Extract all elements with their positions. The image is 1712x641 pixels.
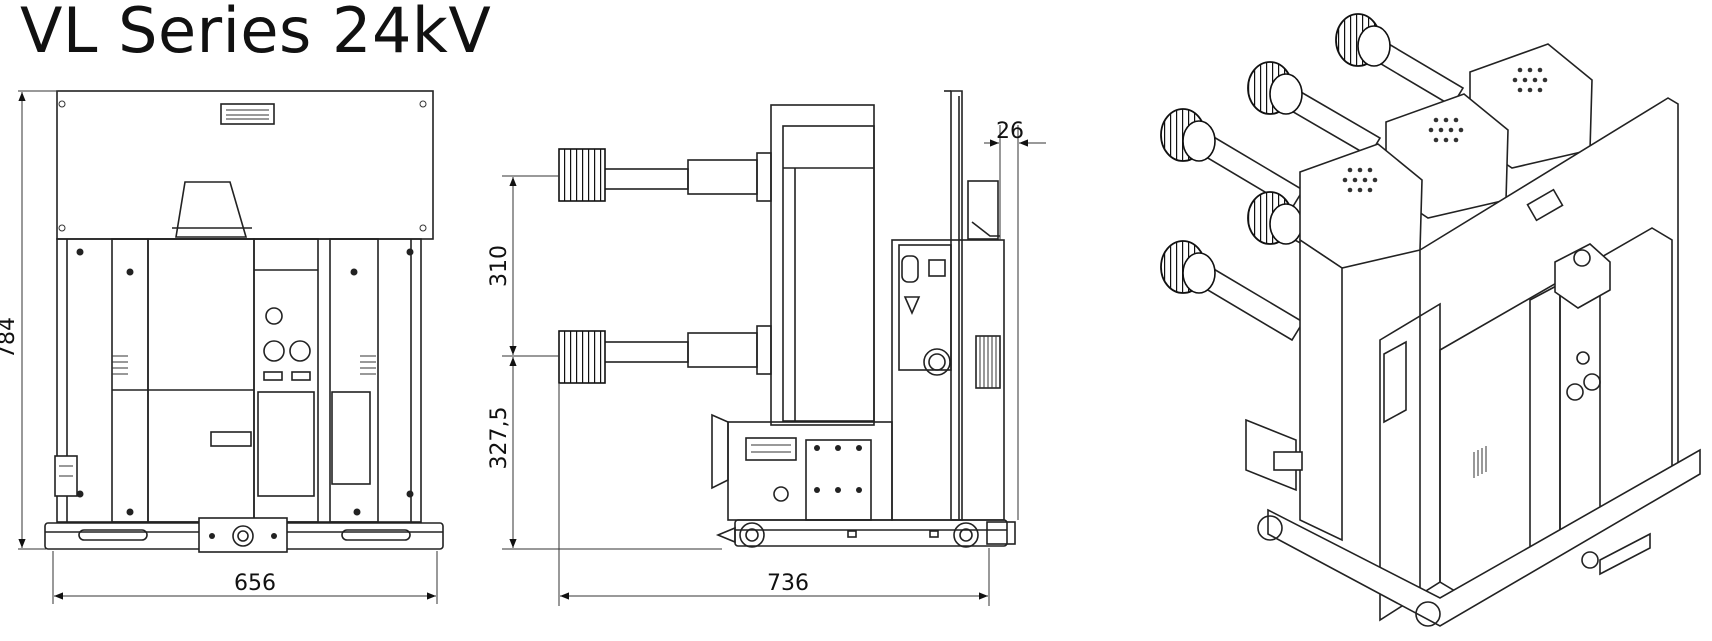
iso-contacts — [1160, 13, 1391, 294]
front-view — [44, 90, 444, 553]
front-dimensions: 784 656 — [0, 90, 438, 604]
iso-base — [1267, 448, 1701, 627]
drawing-title: VL Series 24kV — [20, 0, 492, 67]
dim-lower-height: 327,5 — [487, 407, 512, 470]
lower-contact — [558, 330, 606, 384]
iso-pole-tops — [1299, 43, 1593, 542]
isometric-view — [1160, 13, 1701, 627]
dim-front-width: 656 — [234, 571, 276, 596]
side-view — [558, 90, 1016, 548]
side-dimensions: 310 327,5 736 26 — [487, 119, 1046, 606]
dim-side-offset: 26 — [996, 119, 1024, 144]
iso-vent-dots — [1342, 67, 1548, 193]
nameplate — [220, 103, 275, 125]
dim-side-depth: 736 — [767, 571, 809, 596]
dim-front-height: 784 — [0, 317, 20, 359]
upper-contact — [558, 148, 606, 202]
dim-upper-spacing: 310 — [487, 245, 512, 287]
